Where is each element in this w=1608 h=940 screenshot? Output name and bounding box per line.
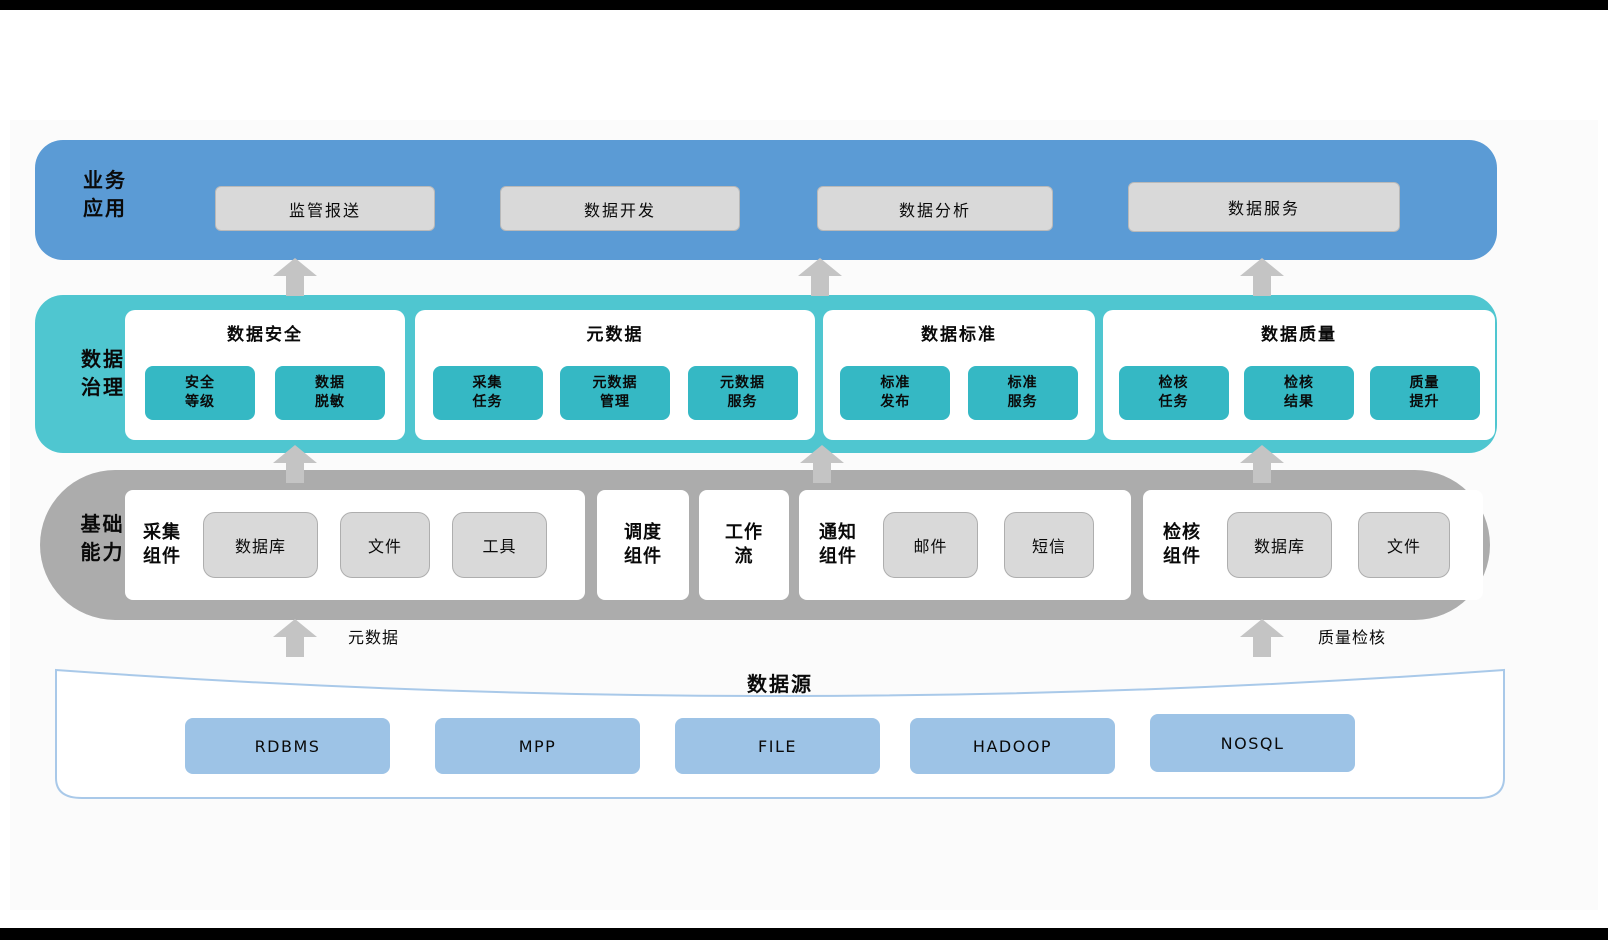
foundation-chip-database: 数据库 — [203, 512, 318, 578]
governance-chip-data-masking: 数据 脱敏 — [275, 365, 385, 420]
business-item-data-analysis: 数据分析 — [817, 186, 1053, 231]
data-quality-panel-title: 数据质量 — [1261, 325, 1337, 345]
foundation-chip-database: 数据库 — [1227, 512, 1332, 578]
foundation-layer: 基础 能力 采集 组件 数据库 文件 工具 调度 组件 工作 流 通知 组件 邮… — [40, 470, 1490, 620]
up-arrow-icon — [273, 258, 317, 296]
governance-chip-collection-task: 采集 任务 — [432, 365, 543, 420]
data-quality-panel: 数据质量 检核 任务 检核 结果 质量 提升 — [1103, 310, 1495, 440]
data-security-panel: 数据安全 安全 等级 数据 脱敏 — [125, 310, 405, 440]
notification-component-panel: 通知 组件 邮件 短信 — [799, 490, 1131, 600]
metadata-panel: 元数据 采集 任务 元数据 管理 元数据 服务 — [415, 310, 815, 440]
data-standard-chip-row: 标准 发布 标准 服务 — [823, 345, 1095, 440]
up-arrow-icon — [800, 445, 844, 483]
up-arrow-icon — [1240, 445, 1284, 483]
data-quality-chip-row: 检核 任务 检核 结果 质量 提升 — [1103, 345, 1495, 440]
foundation-chip-tool: 工具 — [452, 512, 547, 578]
governance-chip-standard-publish: 标准 发布 — [840, 365, 951, 420]
governance-chip-check-result: 检核 结果 — [1244, 365, 1354, 420]
datasource-item-mpp: MPP — [435, 718, 640, 774]
governance-layer-label: 数据 治理 — [81, 347, 125, 399]
collection-component-panel: 采集 组件 数据库 文件 工具 — [125, 490, 585, 600]
business-item-data-development: 数据开发 — [500, 186, 740, 231]
metadata-panel-title: 元数据 — [586, 325, 644, 345]
foundation-layer-label: 基础 能力 — [80, 512, 125, 564]
data-security-chip-row: 安全 等级 数据 脱敏 — [125, 345, 405, 440]
top-black-bar — [0, 0, 1608, 10]
collection-component-label: 采集 组件 — [143, 521, 181, 567]
up-arrow-icon — [1240, 258, 1284, 296]
foundation-chip-email: 邮件 — [883, 512, 978, 578]
up-arrow-icon — [273, 619, 317, 657]
data-standard-panel-title: 数据标准 — [921, 325, 997, 345]
business-layer: 业务 应用 监管报送 数据开发 数据分析 数据服务 — [35, 140, 1497, 260]
foundation-chip-sms: 短信 — [1004, 512, 1094, 578]
bottom-black-bar — [0, 928, 1608, 940]
governance-chip-quality-improve: 质量 提升 — [1369, 365, 1480, 420]
business-layer-label: 业务 应用 — [83, 168, 127, 220]
workflow-panel: 工作 流 — [699, 490, 789, 600]
scheduler-component-label: 调度 组件 — [624, 521, 662, 567]
governance-chip-security-level: 安全 等级 — [145, 365, 255, 420]
up-arrow-icon — [273, 445, 317, 483]
governance-chip-metadata-management: 元数据 管理 — [560, 365, 670, 420]
up-arrow-icon — [1240, 619, 1284, 657]
check-component-label: 检核 组件 — [1163, 521, 1201, 567]
metadata-flow-label: 元数据 — [348, 628, 400, 647]
datasource-item-rdbms: RDBMS — [185, 718, 390, 774]
governance-chip-standard-service: 标准 服务 — [967, 365, 1078, 420]
check-component-panel: 检核 组件 数据库 文件 — [1143, 490, 1483, 600]
metadata-chip-row: 采集 任务 元数据 管理 元数据 服务 — [415, 345, 815, 440]
datasource-item-file: FILE — [675, 718, 880, 774]
up-arrow-icon — [798, 258, 842, 296]
scheduler-component-panel: 调度 组件 — [597, 490, 689, 600]
notification-component-label: 通知 组件 — [819, 521, 857, 567]
governance-layer: 数据 治理 数据安全 安全 等级 数据 脱敏 元数据 采集 任务 元数据 管理 … — [35, 295, 1497, 453]
foundation-chip-file: 文件 — [1358, 512, 1450, 578]
governance-chip-check-task: 检核 任务 — [1118, 365, 1229, 420]
quality-check-flow-label: 质量检核 — [1318, 628, 1387, 647]
business-item-regulatory-reporting: 监管报送 — [215, 186, 435, 231]
data-standard-panel: 数据标准 标准 发布 标准 服务 — [823, 310, 1095, 440]
datasource-item-nosql: NOSQL — [1150, 714, 1355, 772]
data-security-panel-title: 数据安全 — [227, 325, 303, 345]
foundation-chip-file: 文件 — [340, 512, 430, 578]
workflow-label: 工作 流 — [725, 521, 763, 567]
datasource-item-hadoop: HADOOP — [910, 718, 1115, 774]
business-item-data-service: 数据服务 — [1128, 182, 1400, 232]
datasource-title: 数据源 — [747, 672, 813, 696]
governance-chip-metadata-service: 元数据 服务 — [687, 365, 798, 420]
